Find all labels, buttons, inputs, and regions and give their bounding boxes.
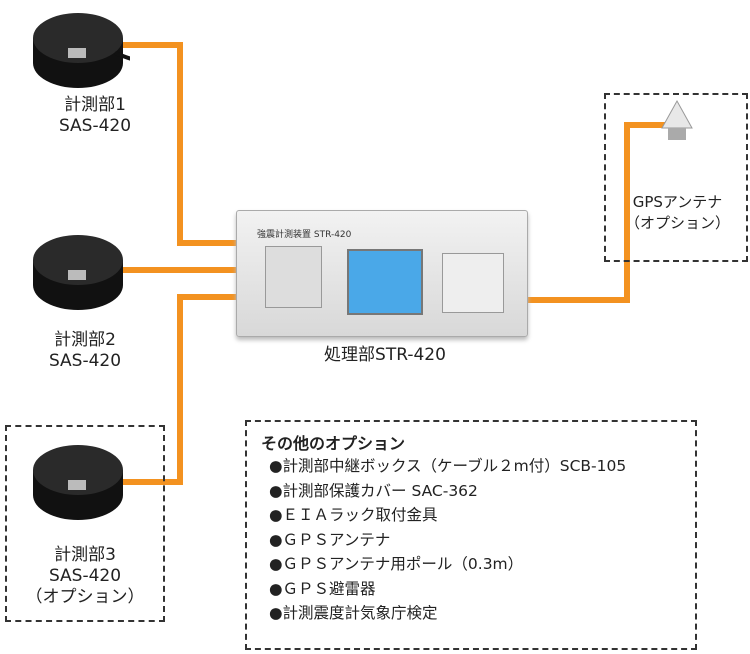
sensor-3-option-box bbox=[5, 425, 165, 622]
sensor-1-name: 計測部1 bbox=[64, 95, 126, 115]
option-item: ●計測震度計気象庁検定 bbox=[269, 604, 438, 622]
printer bbox=[442, 253, 504, 313]
option-item: ●ＥＩＡラック取付金具 bbox=[269, 506, 438, 524]
sensor-3-name: 計測部3 bbox=[54, 545, 116, 565]
sensor-3-model: SAS-420 bbox=[48, 566, 122, 586]
sensor-3-note: （オプション） bbox=[25, 587, 145, 607]
cable-sensor-1 bbox=[120, 42, 242, 246]
option-item: ●計測部中継ボックス（ケーブル２m付）SCB-105 bbox=[269, 457, 627, 475]
gps-option-box bbox=[604, 93, 748, 262]
option-item: ●ＧＰＳアンテナ bbox=[269, 530, 391, 549]
sensor-2-model: SAS-420 bbox=[48, 351, 122, 371]
sensor-2-label: 計測部2 SAS-420 bbox=[35, 330, 135, 372]
sensor-1-image bbox=[30, 8, 181, 88]
sensor-2-image bbox=[30, 230, 123, 310]
processor-caption: 処理部STR-420 bbox=[324, 345, 446, 365]
option-item: ●計測部保護カバー SAC-362 bbox=[269, 481, 478, 500]
sensor-3-image bbox=[30, 440, 123, 520]
sensor-1-model: SAS-420 bbox=[58, 116, 132, 136]
processor-unit: 強震計測装置 STR-420 bbox=[236, 210, 528, 337]
gps-antenna-icon bbox=[661, 99, 693, 140]
sensor-1-label: 計測部1 SAS-420 bbox=[45, 95, 145, 137]
gps-label: GPSアンテナ （オプション） bbox=[610, 192, 745, 234]
option-item: ●ＧＰＳアンテナ用ポール（0.3m） bbox=[269, 555, 524, 573]
options-title: その他のオプション bbox=[261, 434, 406, 453]
cable-sensor-3 bbox=[120, 294, 242, 485]
cable-gps bbox=[525, 122, 665, 303]
other-options-box: その他のオプション ●計測部中継ボックス（ケーブル２m付）SCB-105 ●計測… bbox=[245, 420, 697, 650]
processor-panel-label: 強震計測装置 STR-420 bbox=[257, 230, 352, 240]
option-item: ●ＧＰＳ避雷器 bbox=[269, 579, 376, 598]
gps-name: GPSアンテナ bbox=[632, 193, 723, 211]
sensor-2-name: 計測部2 bbox=[54, 330, 116, 350]
sensor-3-label: 計測部3 SAS-420 （オプション） bbox=[25, 545, 145, 608]
touch-screen bbox=[347, 249, 423, 315]
gps-note: （オプション） bbox=[624, 214, 730, 232]
control-panel bbox=[265, 246, 322, 308]
